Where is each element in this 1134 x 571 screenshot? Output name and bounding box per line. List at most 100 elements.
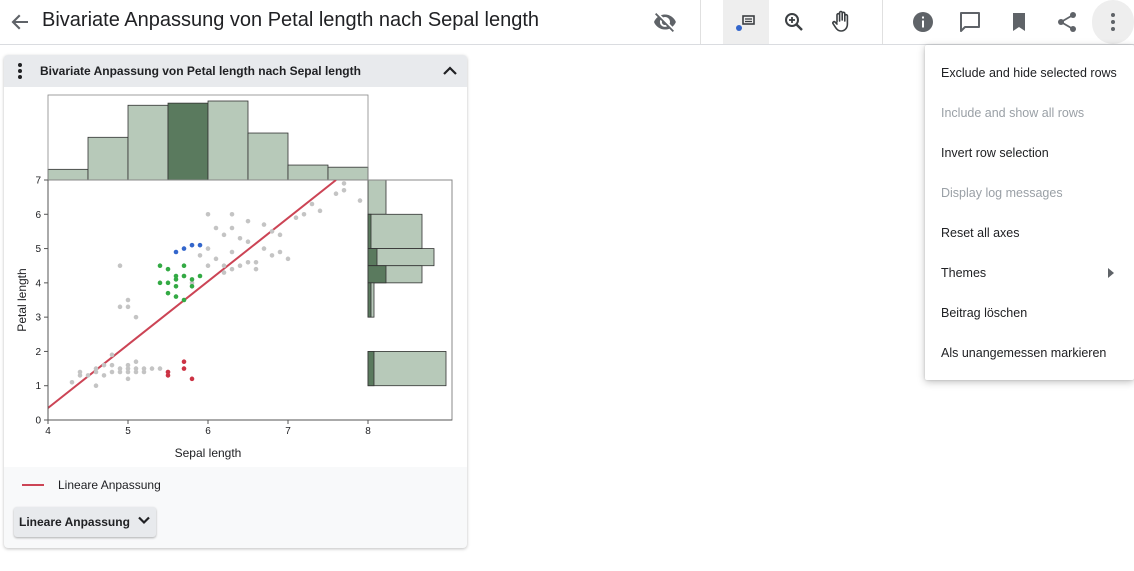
histogram-bar-selected [367, 248, 378, 267]
data-point [245, 218, 251, 224]
data-point [333, 191, 339, 197]
data-point [125, 297, 131, 303]
data-point [341, 181, 347, 186]
data-point [229, 249, 235, 255]
analysis-card: Bivariate Anpassung von Petal length nac… [4, 55, 467, 548]
histogram-bar [247, 132, 289, 181]
histogram-bar [87, 136, 129, 181]
data-point [205, 211, 211, 217]
data-point [277, 232, 283, 238]
y-tick-label: 2 [35, 347, 41, 358]
y-tick-label: 7 [35, 176, 41, 187]
data-point [157, 263, 163, 269]
menu-item-display-log: Display log messages [925, 173, 1134, 213]
menu-item-label: Exclude and hide selected rows [941, 66, 1117, 80]
info-icon[interactable] [900, 0, 946, 44]
legend: Lineare Anpassung [22, 477, 161, 493]
data-point [109, 352, 115, 358]
x-tick-label: 7 [285, 426, 291, 437]
data-point [301, 211, 307, 217]
menu-item-label: Invert row selection [941, 146, 1049, 160]
more-vert-icon[interactable] [1092, 0, 1134, 44]
x-tick-label: 4 [45, 426, 51, 437]
visibility-off-icon[interactable] [642, 0, 688, 44]
data-point [213, 225, 219, 231]
menu-item-themes[interactable]: Themes [925, 253, 1134, 293]
menu-item-report[interactable]: Als unangemessen markieren [925, 333, 1134, 373]
data-point [237, 263, 243, 269]
y-tick-label: 4 [35, 278, 41, 289]
menu-item-reset-axes[interactable]: Reset all axes [925, 213, 1134, 253]
histogram-bar [207, 100, 249, 181]
comment-icon[interactable] [947, 0, 993, 44]
y-tick-label: 5 [35, 244, 41, 255]
menu-item-delete-post[interactable]: Beitrag löschen [925, 293, 1134, 333]
data-point [117, 366, 123, 371]
data-point [245, 239, 251, 245]
submenu-arrow-icon [1107, 267, 1115, 282]
data-point [205, 246, 211, 251]
data-point [317, 208, 323, 214]
y-tick-label: 6 [35, 210, 41, 221]
data-point [173, 249, 179, 255]
data-point [341, 187, 347, 193]
data-point [117, 263, 123, 269]
data-point [253, 266, 259, 272]
data-point [133, 359, 139, 365]
toolbar-divider [882, 0, 883, 44]
menu-item-invert-selection[interactable]: Invert row selection [925, 133, 1134, 173]
scatter-points [69, 181, 363, 389]
data-point [197, 253, 203, 258]
data-point [157, 280, 163, 286]
data-point [125, 362, 131, 368]
data-point [149, 366, 155, 371]
data-point [293, 215, 299, 221]
y-axis-label: Petal length [15, 268, 29, 331]
histogram-bar-selected [367, 351, 375, 387]
menu-item-exclude-hide[interactable]: Exclude and hide selected rows [925, 53, 1134, 93]
data-point [181, 263, 187, 269]
data-point [165, 280, 171, 286]
data-point [77, 373, 83, 378]
pan-hand-icon[interactable] [819, 0, 865, 44]
data-point [181, 366, 187, 371]
bookmark-icon[interactable] [996, 0, 1042, 44]
share-icon[interactable] [1044, 0, 1090, 44]
overflow-menu: Exclude and hide selected rows Include a… [925, 45, 1134, 380]
data-point [221, 263, 227, 269]
zoom-in-icon[interactable] [771, 0, 817, 44]
x-tick-label: 6 [205, 426, 211, 437]
x-tick-label: 8 [365, 426, 371, 437]
fit-dropdown-label: Lineare Anpassung [19, 515, 130, 529]
data-point [181, 359, 187, 365]
data-point [269, 229, 275, 234]
data-point [77, 369, 83, 375]
data-point [245, 259, 251, 265]
top-app-bar: Bivariate Anpassung von Petal length nac… [0, 0, 1134, 45]
data-point [133, 314, 139, 320]
data-point [189, 376, 195, 382]
data-point [101, 373, 107, 378]
data-point [309, 201, 315, 207]
card-menu-icon[interactable] [12, 61, 28, 81]
data-point [189, 242, 195, 248]
data-point [197, 273, 203, 279]
data-point [285, 256, 291, 262]
data-point [109, 362, 115, 368]
menu-item-label: Display log messages [941, 186, 1063, 200]
menu-item-label: Themes [941, 266, 987, 280]
x-histogram [47, 94, 369, 420]
data-point [173, 277, 179, 282]
y-histogram [367, 179, 447, 387]
histogram-bar-selected [367, 265, 387, 284]
x-tick-label: 5 [125, 426, 131, 437]
histogram-bar [47, 168, 89, 181]
back-arrow-icon[interactable] [6, 8, 34, 36]
data-point [189, 280, 195, 286]
fit-dropdown-button[interactable]: Lineare Anpassung [14, 507, 156, 537]
chevron-up-icon[interactable] [440, 61, 460, 81]
select-icon[interactable] [723, 0, 769, 44]
